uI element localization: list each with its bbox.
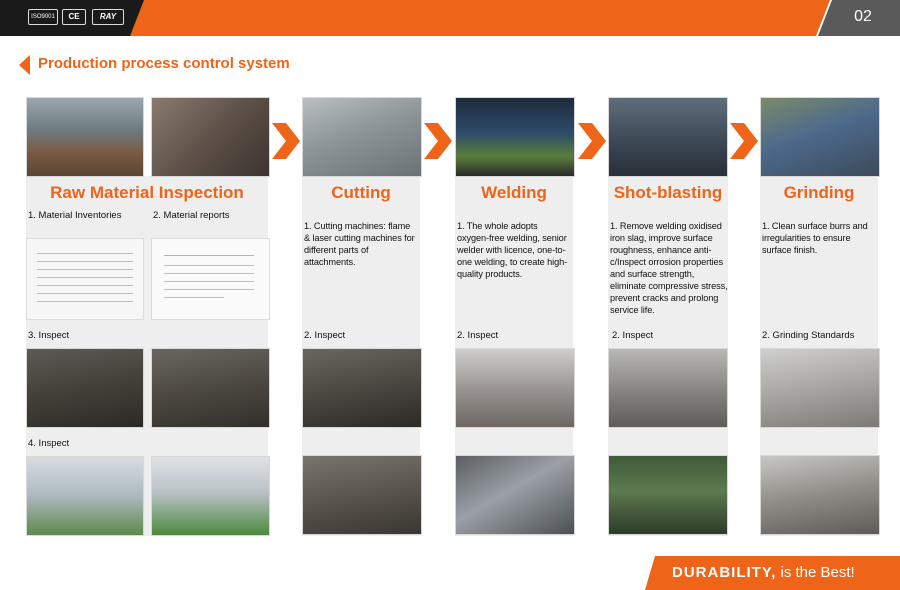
shot-blasting-heading: Shot-blasting xyxy=(613,183,723,202)
inspect-label: 2. Inspect xyxy=(612,330,654,341)
inspector-on-plates-photo xyxy=(26,348,144,428)
welding-heading: Welding xyxy=(481,183,547,202)
material-inventories-label: 1. Material Inventories xyxy=(28,210,122,221)
shot-blasting-description: 1. Remove welding oxidised iron slag, im… xyxy=(610,221,728,315)
inspect-label: 2. Inspect xyxy=(457,330,499,341)
grinding-photo xyxy=(760,97,880,177)
inspect-label: 3. Inspect xyxy=(28,330,70,341)
welding-description: 1. The whole adopts oxygen-free welding,… xyxy=(457,221,568,279)
ray-logo: RAY xyxy=(92,9,124,25)
material-report-document xyxy=(151,238,270,320)
ce-badge: CE xyxy=(62,9,86,25)
weld-seam-photo xyxy=(455,455,575,535)
arrow-right-icon xyxy=(424,123,452,159)
slogan-text: DURABILITY, is the Best! xyxy=(672,564,855,581)
inspector-measuring-photo xyxy=(151,348,270,428)
page-title: Production process control system xyxy=(38,55,290,72)
lab-inspection-photo xyxy=(26,456,144,536)
inspect-label: 2. Inspect xyxy=(304,330,346,341)
cutting-heading: Cutting xyxy=(331,183,391,202)
cutting-inspect-photo-2 xyxy=(302,455,422,535)
arrow-right-icon xyxy=(730,123,758,159)
slogan-bold: DURABILITY, xyxy=(672,564,777,581)
top-bar-orange-band xyxy=(130,0,830,36)
page-number: 02 xyxy=(854,8,872,25)
shot-blasting-photo xyxy=(608,97,728,177)
grinding-heading: Grinding xyxy=(783,183,855,202)
ground-part-photo-1 xyxy=(760,348,880,428)
top-bar-page-tab xyxy=(818,0,900,36)
iso-badge: ISO9001 xyxy=(28,9,58,25)
blasted-parts-photo xyxy=(608,348,728,428)
slogan-banner xyxy=(645,556,900,590)
steel-pipes-photo xyxy=(26,97,144,177)
steel-plates-photo xyxy=(151,97,270,177)
grinding-description: 1. Clean surface burrs and irregularitie… xyxy=(762,221,868,255)
blasted-part-detail-photo xyxy=(608,455,728,535)
inventory-document xyxy=(26,238,144,320)
top-bar-black-block xyxy=(0,0,145,36)
cutting-machine-photo xyxy=(302,97,422,177)
raw-material-heading: Raw Material Inspection xyxy=(50,183,244,202)
material-reports-label: 2. Material reports xyxy=(153,210,230,221)
grinding-standards-label: 2. Grinding Standards xyxy=(762,330,855,341)
ground-part-photo-2 xyxy=(760,455,880,535)
inspect-label: 4. Inspect xyxy=(28,438,70,449)
welded-part-photo xyxy=(455,348,575,428)
cutting-description: 1. Cutting machines: flame & laser cutti… xyxy=(304,221,415,267)
slogan-rest: is the Best! xyxy=(776,564,855,581)
hardness-tester-photo xyxy=(151,456,270,536)
title-arrow-icon xyxy=(19,55,30,75)
cutting-inspect-photo-1 xyxy=(302,348,422,428)
welding-photo xyxy=(455,97,575,177)
top-bar: ISO9001 CE RAY 02 xyxy=(0,0,900,36)
arrow-right-icon xyxy=(272,123,300,159)
arrow-right-icon xyxy=(578,123,606,159)
